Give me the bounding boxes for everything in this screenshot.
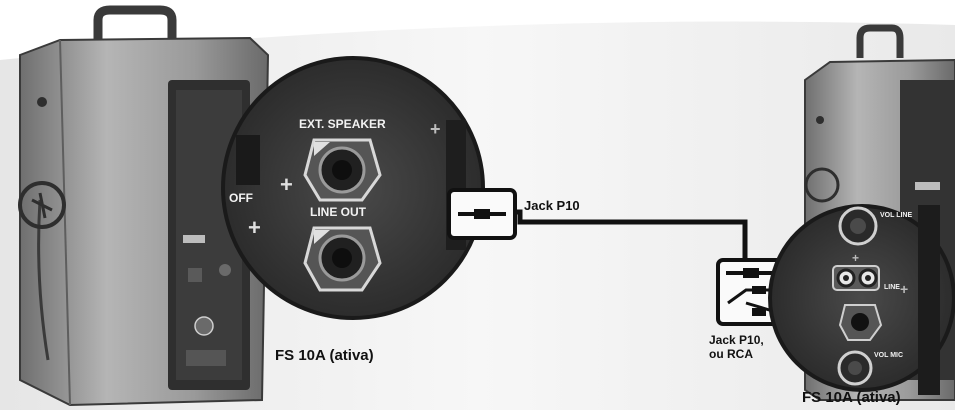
cable-line <box>514 209 748 262</box>
svg-text:+: + <box>852 251 859 265</box>
ext-speaker-label: EXT. SPEAKER <box>299 117 386 131</box>
power-switch <box>236 135 260 185</box>
right-connector-label-line1: Jack P10, <box>709 333 764 347</box>
right-speaker-model-label: FS 10A (ativa) <box>802 389 901 406</box>
line-input-label: LINE <box>884 284 900 291</box>
vol-line-label: VOL LINE <box>880 212 913 219</box>
right-connector-label: Jack P10, ou RCA <box>709 333 764 361</box>
power-switch-label: OFF <box>229 191 253 205</box>
right-connector-label-line2: ou RCA <box>709 347 753 361</box>
left-speaker-handle <box>93 5 177 45</box>
screw-icon-2: + <box>248 215 261 240</box>
vol-mic-label: VOL MIC <box>874 352 904 359</box>
left-speaker-model-label: FS 10A (ativa) <box>275 347 374 364</box>
right-zoom-panel: + + <box>768 204 955 395</box>
left-speaker-logo <box>18 181 66 229</box>
right-speaker-handle <box>856 24 904 58</box>
svg-text:+: + <box>900 281 908 297</box>
right-connector-box <box>716 258 786 326</box>
screw-icon-3: + <box>430 119 441 139</box>
left-zoom-panel: + + + <box>221 56 485 320</box>
rca-line-inputs <box>832 265 880 291</box>
vol-mic-knob <box>837 350 873 386</box>
line-out-label: LINE OUT <box>310 205 366 219</box>
left-connector-box <box>447 188 517 240</box>
screw-icon-1: + <box>280 172 293 197</box>
line-out-jack <box>303 226 382 292</box>
left-connector-label: Jack P10 <box>524 198 580 213</box>
ext-speaker-jack <box>303 138 382 202</box>
mic-jack <box>838 304 883 341</box>
vol-line-knob <box>838 206 878 246</box>
